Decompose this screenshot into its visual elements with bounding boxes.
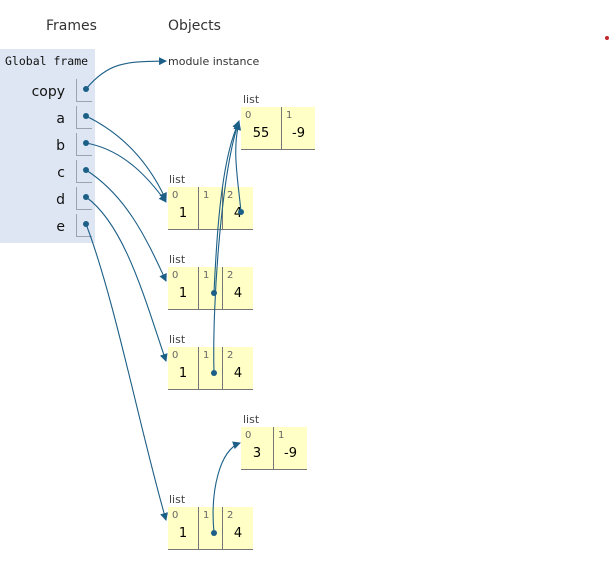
arrow-c: [85, 169, 167, 282]
list-label-e: list: [169, 493, 186, 506]
cell-value: 1: [178, 526, 188, 541]
list-cell: 1: [198, 187, 222, 229]
cell-index: 0: [172, 510, 179, 521]
list-cell: 1 -9: [281, 107, 315, 149]
pointer-dot: [83, 113, 89, 119]
cell-value: 1: [178, 366, 188, 381]
cell-index: 0: [245, 110, 252, 121]
arrow-a-to-top: [233, 122, 242, 213]
list-d: 0 1 1 2 4: [168, 347, 253, 390]
slot-a: [76, 106, 92, 129]
list-label-top: list: [243, 93, 260, 106]
list-cell: 1: [198, 347, 222, 389]
cell-value: -9: [284, 446, 297, 461]
arrow-d: [85, 196, 168, 362]
cell-index: 2: [227, 270, 234, 281]
list-cell: 2 4: [222, 347, 253, 389]
module-instance-label: module instance: [168, 55, 260, 68]
arrow-b: [85, 142, 167, 203]
cell-value: -9: [292, 126, 305, 141]
cell-index: 1: [203, 190, 210, 201]
var-copy: copy: [31, 84, 65, 100]
pointer-dot: [238, 209, 244, 215]
cell-value: 4: [233, 206, 243, 221]
cell-value: 1: [178, 286, 188, 301]
cell-value: 4: [233, 526, 243, 541]
arrow-e-to-small: [212, 441, 241, 534]
cell-index: 1: [286, 110, 293, 121]
cell-value: 1: [178, 206, 188, 221]
list-cell: 0 1: [168, 267, 198, 309]
pointer-dot: [83, 167, 89, 173]
cell-index: 1: [203, 350, 210, 361]
global-frame-title: Global frame: [5, 54, 89, 68]
status-dot: [605, 36, 609, 40]
list-cell: 2 4: [222, 507, 253, 549]
cell-index: 0: [172, 350, 179, 361]
var-e: e: [56, 219, 65, 235]
list-label-small: list: [243, 413, 260, 426]
list-cell: 1: [198, 267, 222, 309]
list-cell: 0 1: [168, 187, 198, 229]
arrow-copy: [85, 57, 167, 90]
slot-d: [76, 187, 92, 210]
arrow-d-to-top: [213, 120, 241, 374]
list-cell: 0 1: [168, 347, 198, 389]
pointer-dot: [211, 370, 217, 376]
global-frame: Global frame copy a b c d e: [0, 49, 95, 243]
slot-copy: [76, 79, 92, 102]
cell-value: 55: [252, 126, 270, 141]
pointer-dot: [211, 530, 217, 536]
var-b: b: [56, 138, 65, 154]
pointer-dot: [83, 221, 89, 227]
cell-value: 4: [233, 366, 243, 381]
var-c: c: [57, 165, 65, 181]
cell-index: 1: [278, 430, 285, 441]
cell-value: 4: [233, 286, 243, 301]
cell-index: 2: [227, 350, 234, 361]
pointer-dot: [211, 290, 217, 296]
list-e: 0 1 1 2 4: [168, 507, 253, 550]
slot-b: [76, 133, 92, 156]
cell-index: 0: [245, 430, 252, 441]
list-label-d: list: [169, 333, 186, 346]
list-cell: 0 1: [168, 507, 198, 549]
pointer-dot: [83, 86, 89, 92]
cell-index: 1: [203, 510, 210, 521]
cell-index: 1: [203, 270, 210, 281]
slot-e: [76, 214, 92, 237]
arrow-c-to-top: [213, 121, 240, 294]
var-d: d: [56, 192, 65, 208]
cell-value: 3: [252, 446, 262, 461]
objects-header: Objects: [168, 18, 221, 34]
cell-index: 2: [227, 510, 234, 521]
list-label-c: list: [169, 253, 186, 266]
pointer-dot: [83, 194, 89, 200]
list-cell: 1 -9: [273, 427, 307, 469]
arrow-a: [85, 115, 167, 201]
list-cell: 0 55: [241, 107, 281, 149]
list-cell: 1: [198, 507, 222, 549]
list-cell: 2 4: [222, 267, 253, 309]
list-cell: 0 3: [241, 427, 273, 469]
list-small: 0 3 1 -9: [241, 427, 307, 470]
cell-index: 0: [172, 190, 179, 201]
list-c: 0 1 1 2 4: [168, 267, 253, 310]
cell-index: 2: [227, 190, 234, 201]
list-label-a: list: [169, 173, 186, 186]
var-a: a: [56, 111, 65, 127]
pointer-dot: [83, 140, 89, 146]
cell-index: 0: [172, 270, 179, 281]
frames-header: Frames: [46, 18, 97, 34]
slot-c: [76, 160, 92, 183]
arrow-e: [85, 223, 168, 521]
list-top: 0 55 1 -9: [241, 107, 315, 150]
